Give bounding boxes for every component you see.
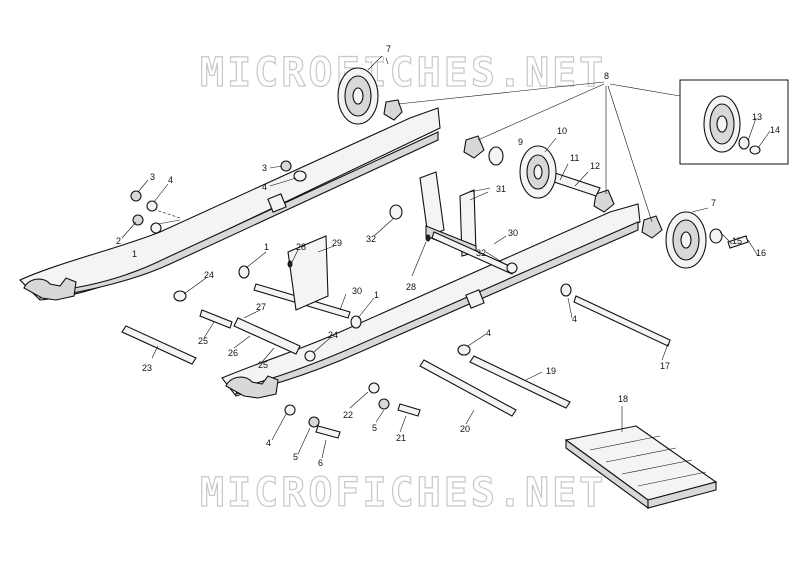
pin-28a bbox=[287, 260, 293, 268]
callout-6: 6 bbox=[318, 458, 323, 468]
bushing-25-upper bbox=[199, 309, 233, 329]
washer-5a bbox=[378, 398, 390, 410]
nut-3b bbox=[280, 160, 292, 172]
callout-24-upper: 24 bbox=[204, 270, 214, 280]
washer-24b bbox=[304, 350, 316, 362]
callout-4-left: 4 bbox=[168, 175, 173, 185]
shaft-23 bbox=[121, 325, 197, 365]
callout-10: 10 bbox=[557, 126, 567, 136]
washer-1a bbox=[150, 222, 162, 234]
callout-4-mid: 4 bbox=[486, 328, 491, 338]
upper-slide-rail bbox=[19, 107, 441, 301]
washer-1c bbox=[350, 315, 362, 329]
washer-24a bbox=[173, 290, 187, 302]
callout-27: 27 bbox=[256, 302, 266, 312]
callout-labels: 7 8 9 10 11 12 13 14 7 15 16 3 4 3 4 2 1… bbox=[116, 44, 780, 468]
bolt-21 bbox=[397, 403, 421, 417]
callout-25-upper: 25 bbox=[198, 336, 208, 346]
arm-29 bbox=[287, 235, 329, 311]
callout-32-lower: 32 bbox=[476, 248, 486, 258]
track-clip-18 bbox=[564, 406, 718, 510]
callout-30-lower: 30 bbox=[508, 228, 518, 238]
idler-wheel-right bbox=[665, 207, 759, 269]
callout-1-lower: 1 bbox=[374, 290, 379, 300]
callout-19: 19 bbox=[546, 366, 556, 376]
shaft-17 bbox=[573, 295, 671, 347]
washer-4e bbox=[284, 404, 296, 416]
callout-18: 18 bbox=[618, 394, 628, 404]
callout-15: 15 bbox=[732, 236, 742, 246]
washer-9 bbox=[488, 146, 504, 166]
shaft-20 bbox=[419, 359, 517, 417]
washer-32b bbox=[506, 262, 518, 274]
callout-2: 2 bbox=[116, 236, 121, 246]
shaft-19 bbox=[469, 355, 571, 409]
callout-31: 31 bbox=[496, 184, 506, 194]
washer-5b bbox=[308, 416, 320, 428]
bolt-6 bbox=[315, 425, 341, 439]
callout-22: 22 bbox=[343, 410, 353, 420]
callout-1-left: 1 bbox=[132, 249, 137, 259]
callout-4-bottom: 4 bbox=[266, 438, 271, 448]
callout-5-mid: 5 bbox=[372, 423, 377, 433]
shaft-30-lower bbox=[431, 231, 515, 275]
callout-17: 17 bbox=[660, 361, 670, 371]
callout-5-bottom: 5 bbox=[293, 452, 298, 462]
wheel-caps bbox=[383, 81, 681, 239]
callout-28-upper: 28 bbox=[296, 242, 306, 252]
callout-3-left: 3 bbox=[150, 172, 155, 182]
detail-inset-box bbox=[679, 79, 789, 165]
callout-32-upper: 32 bbox=[366, 234, 376, 244]
callout-14: 14 bbox=[770, 125, 780, 135]
washer-1b bbox=[238, 265, 250, 279]
washer-4c bbox=[560, 283, 572, 297]
callout-24-lower: 24 bbox=[328, 330, 338, 340]
callout-4-rail: 4 bbox=[572, 314, 577, 324]
washer-32a bbox=[389, 204, 403, 220]
callout-20: 20 bbox=[460, 424, 470, 434]
shaft-26 bbox=[233, 317, 301, 355]
washer-4b bbox=[293, 170, 307, 182]
nut-3 bbox=[130, 190, 142, 202]
washer-4d bbox=[457, 344, 471, 356]
callout-16: 16 bbox=[756, 248, 766, 258]
callout-13: 13 bbox=[752, 112, 762, 122]
callout-23: 23 bbox=[142, 363, 152, 373]
callout-7-right: 7 bbox=[711, 198, 716, 208]
callout-21: 21 bbox=[396, 433, 406, 443]
watermark-top: MICROFICHES.NET bbox=[200, 50, 606, 96]
washer-4a bbox=[146, 200, 158, 212]
callout-30-upper: 30 bbox=[352, 286, 362, 296]
watermark-bottom: MICROFICHES.NET bbox=[200, 470, 606, 516]
callout-8: 8 bbox=[604, 71, 609, 81]
callout-11: 11 bbox=[570, 153, 579, 163]
callout-3-upper: 3 bbox=[262, 163, 267, 173]
callout-1-mid: 1 bbox=[264, 242, 269, 252]
idler-wheel-upper bbox=[337, 55, 383, 125]
leader-lines bbox=[121, 57, 669, 459]
callout-25-lower: 25 bbox=[258, 360, 268, 370]
callout-28-lower: 28 bbox=[406, 282, 416, 292]
pin-28b bbox=[425, 234, 431, 242]
washer-22 bbox=[368, 382, 380, 394]
callout-12: 12 bbox=[590, 161, 600, 171]
callout-4-upper: 4 bbox=[262, 182, 267, 192]
callout-7: 7 bbox=[386, 44, 391, 54]
callout-26: 26 bbox=[228, 348, 238, 358]
idler-wheel-center bbox=[519, 137, 601, 199]
lower-slide-rail bbox=[221, 203, 641, 399]
callout-9: 9 bbox=[518, 137, 523, 147]
callout-29: 29 bbox=[332, 238, 342, 248]
